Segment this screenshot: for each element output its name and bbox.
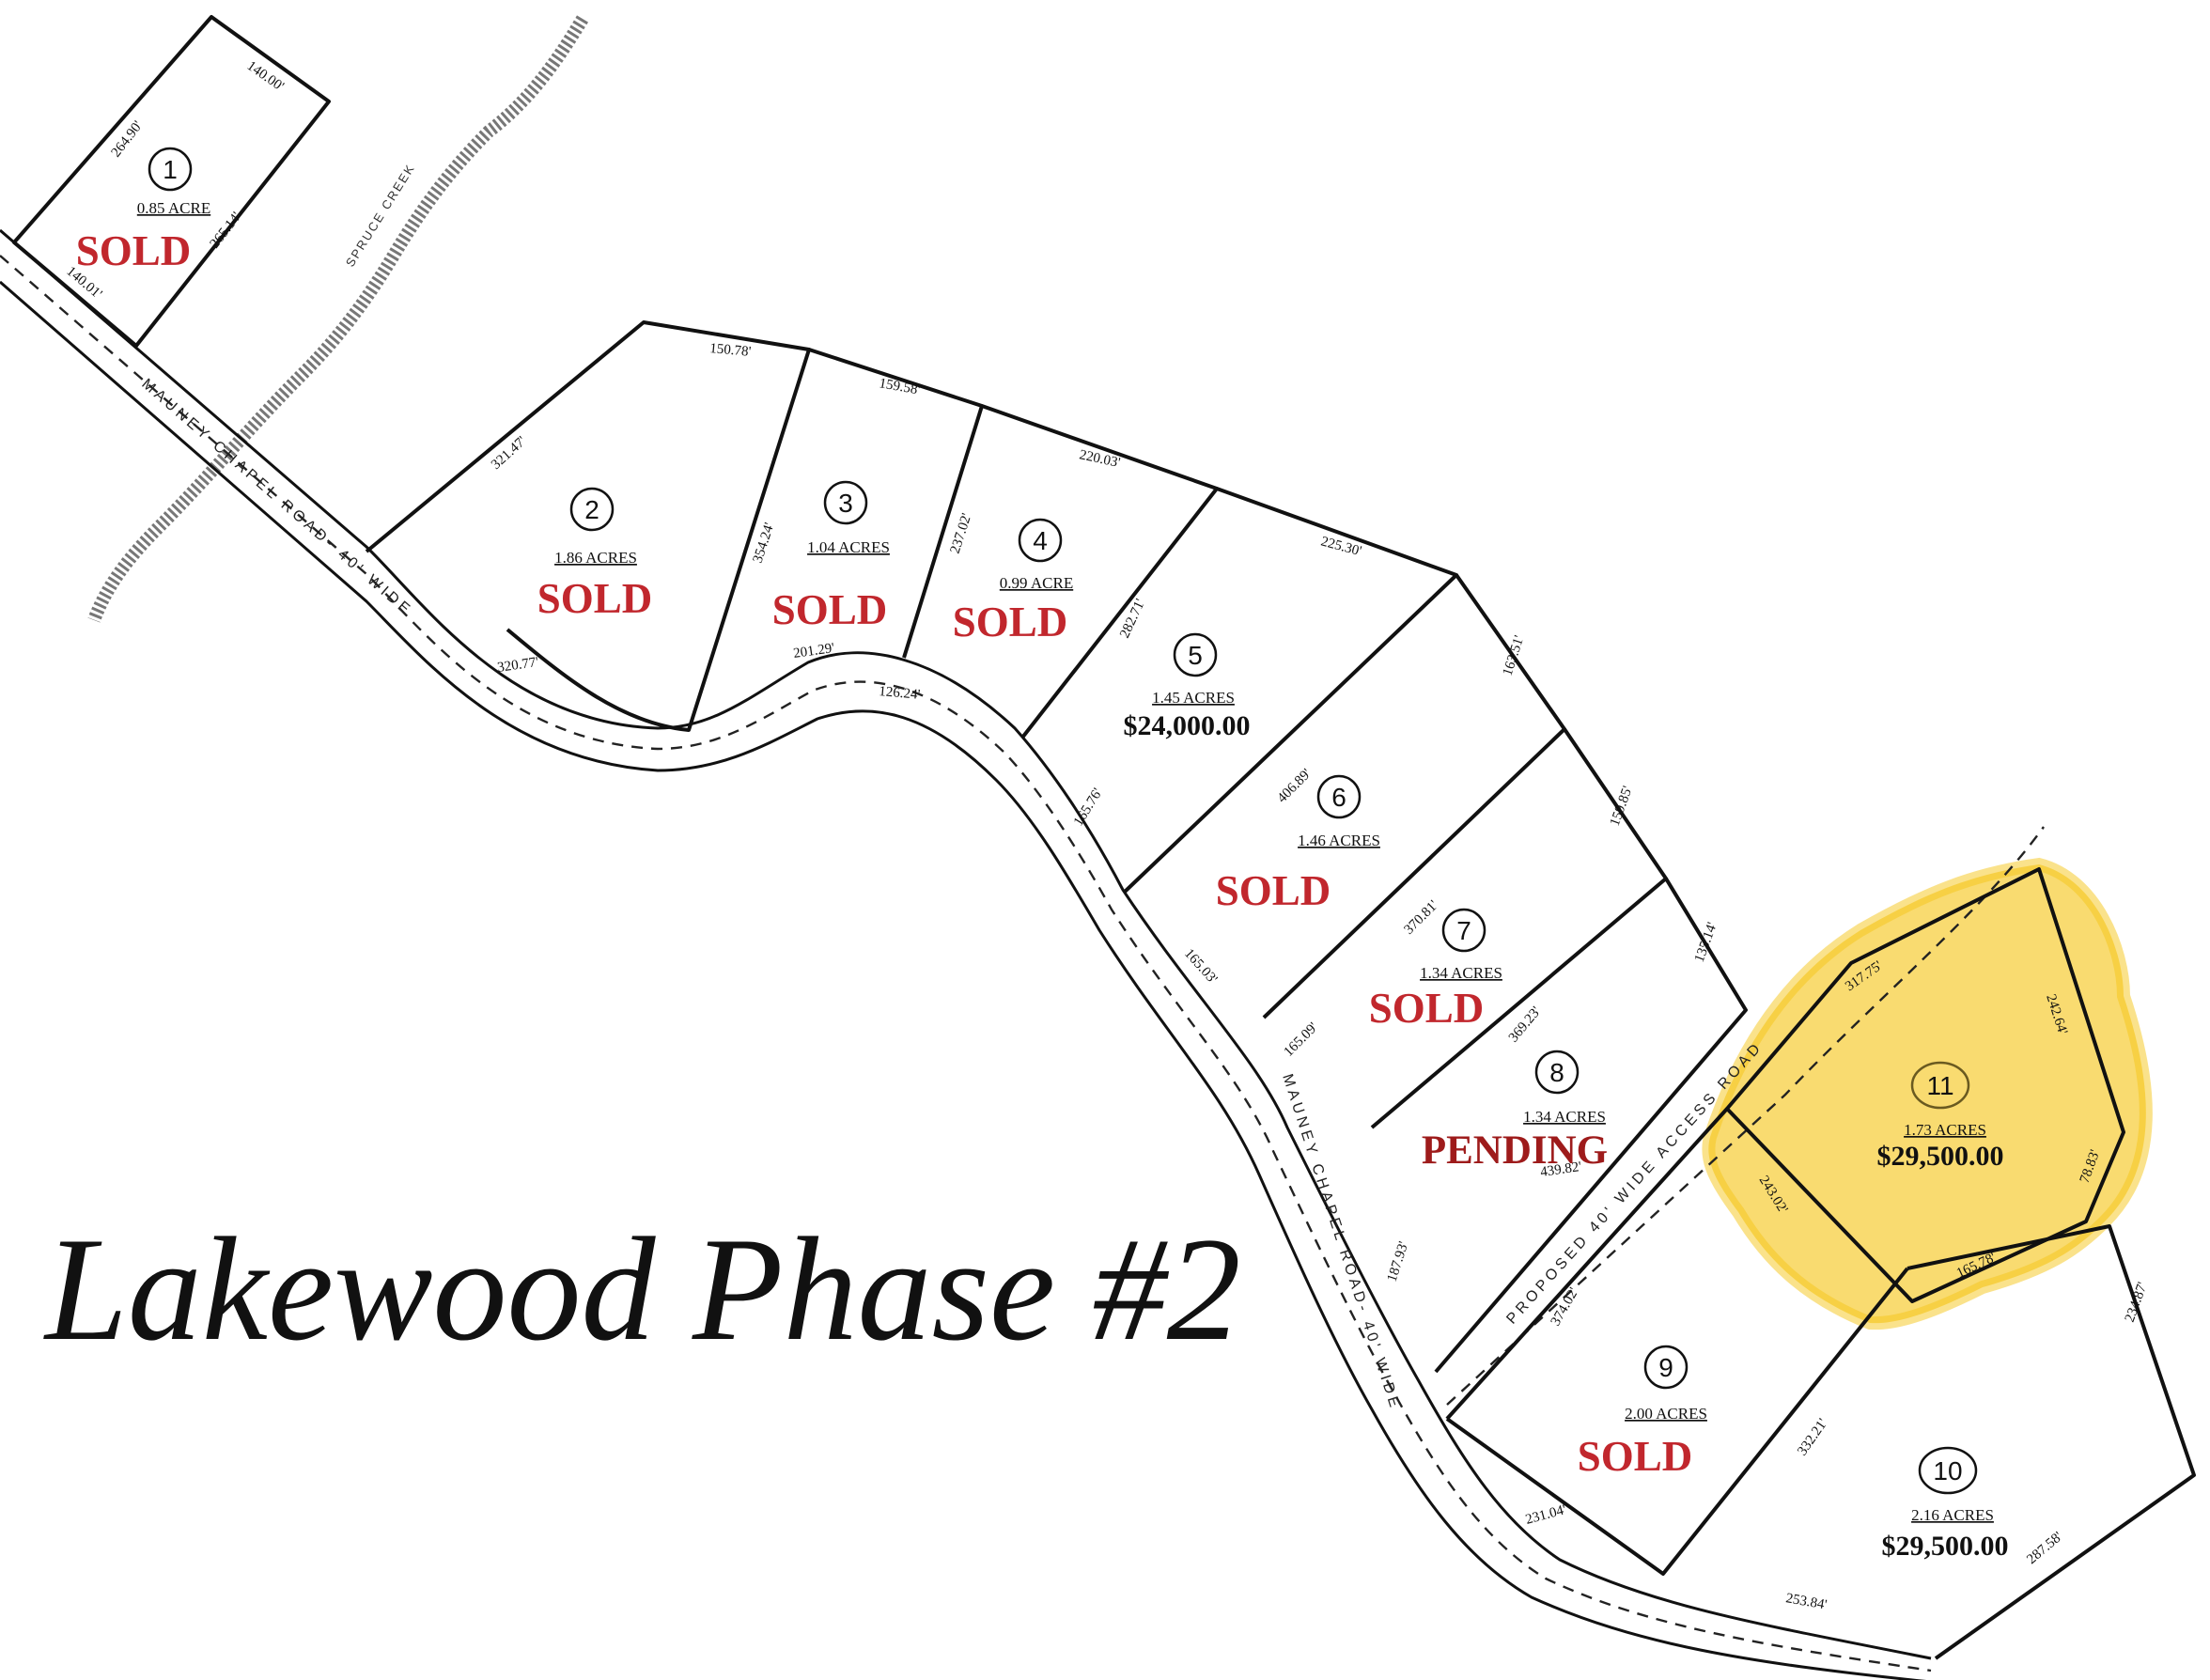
lot-number: 2 [584,495,599,524]
lot-number-circle [1441,908,1486,953]
dimension-label: 150.78' [709,341,752,360]
lot-11-highlight [1702,857,2153,1330]
lot-number: 7 [1456,916,1471,945]
lot-number: 5 [1188,641,1203,670]
lot-6[interactable]: 6 1.46 ACRES SOLD [1216,774,1380,914]
lot-status: SOLD [1369,985,1485,1032]
lot-number: 8 [1549,1058,1564,1087]
dimension-label: 165.09' [1282,1019,1322,1060]
mauney-chapel-road-edge-2 [0,280,1927,1680]
mauney-chapel-road-centerline [0,255,1932,1672]
lot-acres: 1.86 ACRES [554,549,637,567]
lot-number-circle [1316,774,1362,819]
lot-price: $29,500.00 [1877,1141,2004,1172]
lot-boundaries [12,15,2196,1660]
dimension-label: 320.77' [496,655,539,676]
lot-number-circle [148,147,193,192]
lot-1[interactable]: 1 0.85 ACRE SOLD [76,147,210,274]
lot-11[interactable]: 11 1.73 ACRES $29,500.00 [1877,1061,2004,1172]
lot-2[interactable]: 2 1.86 ACRES SOLD [537,487,653,622]
dimension-label: 253.84' [1784,1591,1828,1612]
dimension-label: 126.24' [879,684,921,703]
dimension-label: 370.81' [1402,897,1442,938]
spruce-creek [87,15,589,623]
dimension-label: 201.29' [792,641,835,661]
dimension-label: 234.87' [2123,1280,2151,1324]
lot-acres: 1.04 ACRES [807,538,890,556]
map-title: Lakewood Phase #2 [43,1207,1241,1372]
lot-acres: 0.85 ACRE [137,199,210,217]
lot-number-circle [1534,1050,1580,1095]
dimension-label: 264.90' [109,118,147,161]
lot-2-boundary [365,320,811,732]
lot-1-boundary [12,15,331,348]
lot-10[interactable]: 10 2.16 ACRES $29,500.00 [1882,1446,2009,1562]
dimension-label: 265.14' [208,210,245,252]
dimension-label: 159.58' [878,376,921,397]
dimension-label: 439.82' [1539,1159,1582,1180]
lot-acres: 2.00 ACRES [1625,1405,1707,1423]
lot-9[interactable]: 9 2.00 ACRES SOLD [1578,1345,1707,1480]
dimension-label: 159.85' [1608,784,1636,828]
lot-status: SOLD [772,586,888,633]
dimension-label: 287.58' [2024,1529,2065,1567]
lot-number: 10 [1933,1456,1962,1486]
road-label-lower: MAUNEY CHAPEL ROAD- 40' WIDE [1279,1072,1403,1412]
lot-number: 11 [1926,1071,1953,1100]
lot-price: $29,500.00 [1882,1531,2009,1562]
dimension-label: 237.02' [948,511,975,555]
lot-status: SOLD [1578,1433,1693,1480]
lot-status: SOLD [1216,867,1331,914]
dimension-label: 282.71' [1117,597,1148,641]
access-road-centerline [1446,826,2045,1406]
lot-acres: 1.34 ACRES [1420,964,1502,982]
lot-number-circle [1910,1061,1970,1110]
lot-7[interactable]: 7 1.34 ACRES SOLD [1369,908,1502,1032]
lot-acres: 1.46 ACRES [1298,832,1380,849]
lot-3[interactable]: 3 1.04 ACRES SOLD [772,480,890,633]
lot-acres: 1.45 ACRES [1152,689,1235,707]
lot-8-boundary [1434,877,1748,1374]
dimension-label: 406.89' [1275,766,1315,806]
lot-number-circle [1173,632,1218,677]
lot-number-circle [1018,518,1063,563]
lot-number: 4 [1033,526,1048,555]
lot-status: SOLD [537,575,653,622]
lot-acres: 1.73 ACRES [1904,1121,1986,1139]
dimension-label: 140.00' [244,58,287,94]
lot-9-boundary [1445,1107,1909,1576]
lot-status: SOLD [953,599,1068,646]
lot-price: $24,000.00 [1124,710,1251,741]
lot-number: 6 [1331,783,1346,812]
dimension-label: 332.21' [1795,1416,1830,1458]
lot-4[interactable]: 4 0.99 ACRE SOLD [953,518,1073,646]
lot-number: 3 [838,489,853,518]
lot-acres: 0.99 ACRE [1000,574,1073,592]
lot-acres: 2.16 ACRES [1911,1506,1994,1524]
lot-5[interactable]: 5 1.45 ACRES $24,000.00 [1124,632,1251,741]
lot-11-boundary [1725,867,2125,1303]
dimension-label: 187.93' [1385,1239,1412,1283]
lot-number-circle [823,480,868,525]
dimension-label: 321.47' [489,433,530,472]
creek-label: SPRUCE CREEK [343,161,418,269]
lot-10-boundary [1907,1224,2196,1660]
lot-number-circle [569,487,615,532]
lot-number: 9 [1658,1353,1673,1382]
lot-number-circle [1643,1345,1689,1390]
lot-number: 1 [163,155,178,184]
dimension-labels: 140.00' 264.90' 265.14' 140.01' 150.78' … [63,58,2150,1612]
lot-8[interactable]: 8 1.34 ACRES PENDING [1422,1050,1608,1173]
lot-status: PENDING [1422,1128,1608,1173]
lot-number-circle [1918,1446,1978,1495]
lot-acres: 1.34 ACRES [1523,1108,1606,1126]
lot-status: SOLD [76,227,192,274]
dimension-label: 231.04' [1524,1502,1568,1528]
